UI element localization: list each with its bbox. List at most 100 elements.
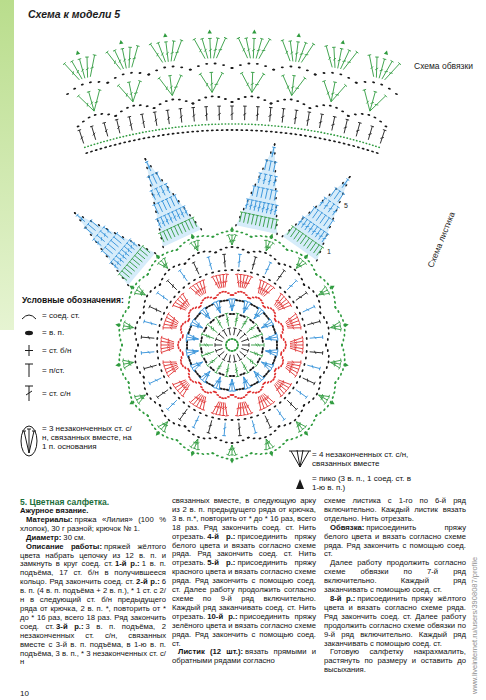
chain-stitch [169,300,172,303]
chain-stitch [285,439,288,442]
stitch-symbol [266,269,270,271]
stitch-symbol [148,336,150,339]
chain-stitch [214,251,217,253]
stitch-symbol [260,288,264,290]
stitch-symbol [160,260,163,262]
chain-stitch [206,453,209,455]
stitch-symbol [235,364,237,377]
stitch-symbol [319,320,320,324]
stitch-symbol [242,323,246,324]
stitch-symbol [333,116,337,118]
chain-stitch [307,401,310,404]
chain-stitch [302,283,305,286]
chain-stitch [250,416,253,419]
chain-stitch [329,105,332,107]
stitch-symbol [209,49,212,51]
chain-stitch [124,377,127,380]
chain-stitch [120,348,122,351]
stitch-symbol [218,333,220,336]
chain-stitch [319,381,322,384]
chain-stitch [323,279,326,282]
stitch-symbol [208,352,211,354]
chain-stitch [106,140,108,142]
stitch-symbol [217,368,221,369]
stitch-symbol [246,316,249,318]
stitch-symbol [237,37,240,39]
stitch-symbol [137,286,140,288]
stitch-symbol [173,371,177,372]
stitch-symbol [179,108,183,109]
stitch-symbol [194,319,203,328]
stitch-symbol [243,300,247,301]
stitch-symbol [129,47,130,68]
stitch-symbol [130,123,133,126]
stitch-symbol [245,308,249,309]
stitch-symbol [296,42,298,62]
stitch-symbol [204,49,206,52]
stitch-symbol [129,117,132,131]
stitch-symbol [294,348,296,352]
chain-stitch [268,278,271,281]
stitch-symbol [205,308,210,319]
stitch-symbol [303,307,315,313]
stitch-symbol [115,119,119,121]
stitch-symbol [128,58,131,60]
chain-stitch [290,438,293,441]
chain-stitch [347,115,350,117]
cluster-symbol [22,431,26,432]
stitch-symbol [331,360,341,362]
stitch-symbol [266,439,269,448]
stitch-symbol [134,395,136,399]
stitch-symbol [280,384,281,388]
picot [115,323,119,327]
chain-stitch [291,127,293,129]
stitch-symbol [234,234,237,235]
chain-stitch [216,129,219,131]
stitch-symbol [370,96,386,111]
stitch-symbol [107,52,121,70]
stitch-symbol [219,301,220,313]
chain-stitch [142,305,145,308]
chain-stitch [191,102,194,104]
chain-stitch [277,366,280,369]
chain-stitch [283,338,285,341]
stitch-symbol [208,335,210,339]
chain-stitch [307,129,309,131]
chain-stitch [349,138,351,140]
stitch-symbol [241,348,248,350]
chain-stitch [334,381,337,384]
stitch-symbol [180,40,183,41]
chain-stitch [221,232,224,234]
chain-stitch [125,135,127,137]
chain-stitch [103,140,105,142]
stitch-symbol [141,351,142,355]
chain-stitch [216,233,219,235]
stitch-symbol [328,292,330,296]
stitch-symbol [118,85,132,101]
chain-stitch [261,124,263,126]
stitch-symbol [192,262,195,264]
chain-stitch [219,300,223,303]
stitch-symbol [102,122,106,124]
chain-stitch [175,439,178,442]
stitch-symbol [215,349,216,352]
chain-stitch [167,268,170,271]
chain-stitch [142,375,145,378]
chain-stitch [231,67,234,69]
chain-stitch [128,386,131,389]
chain-stitch [225,343,227,346]
stitch-symbol [217,106,221,107]
chain-stitch [187,429,190,432]
chain-stitch [188,358,191,362]
stitch-symbol [222,329,225,331]
stitch-symbol [285,298,287,301]
chain-stitch [84,146,86,148]
stitch-symbol [344,84,347,86]
stitch-symbol [366,101,368,104]
chain-stitch [261,301,264,304]
stitch-symbol [237,354,241,360]
stitch-symbol [305,425,307,428]
stitch-symbol [171,41,174,61]
stitch-symbol [277,388,279,391]
chain-stitch [186,346,188,350]
